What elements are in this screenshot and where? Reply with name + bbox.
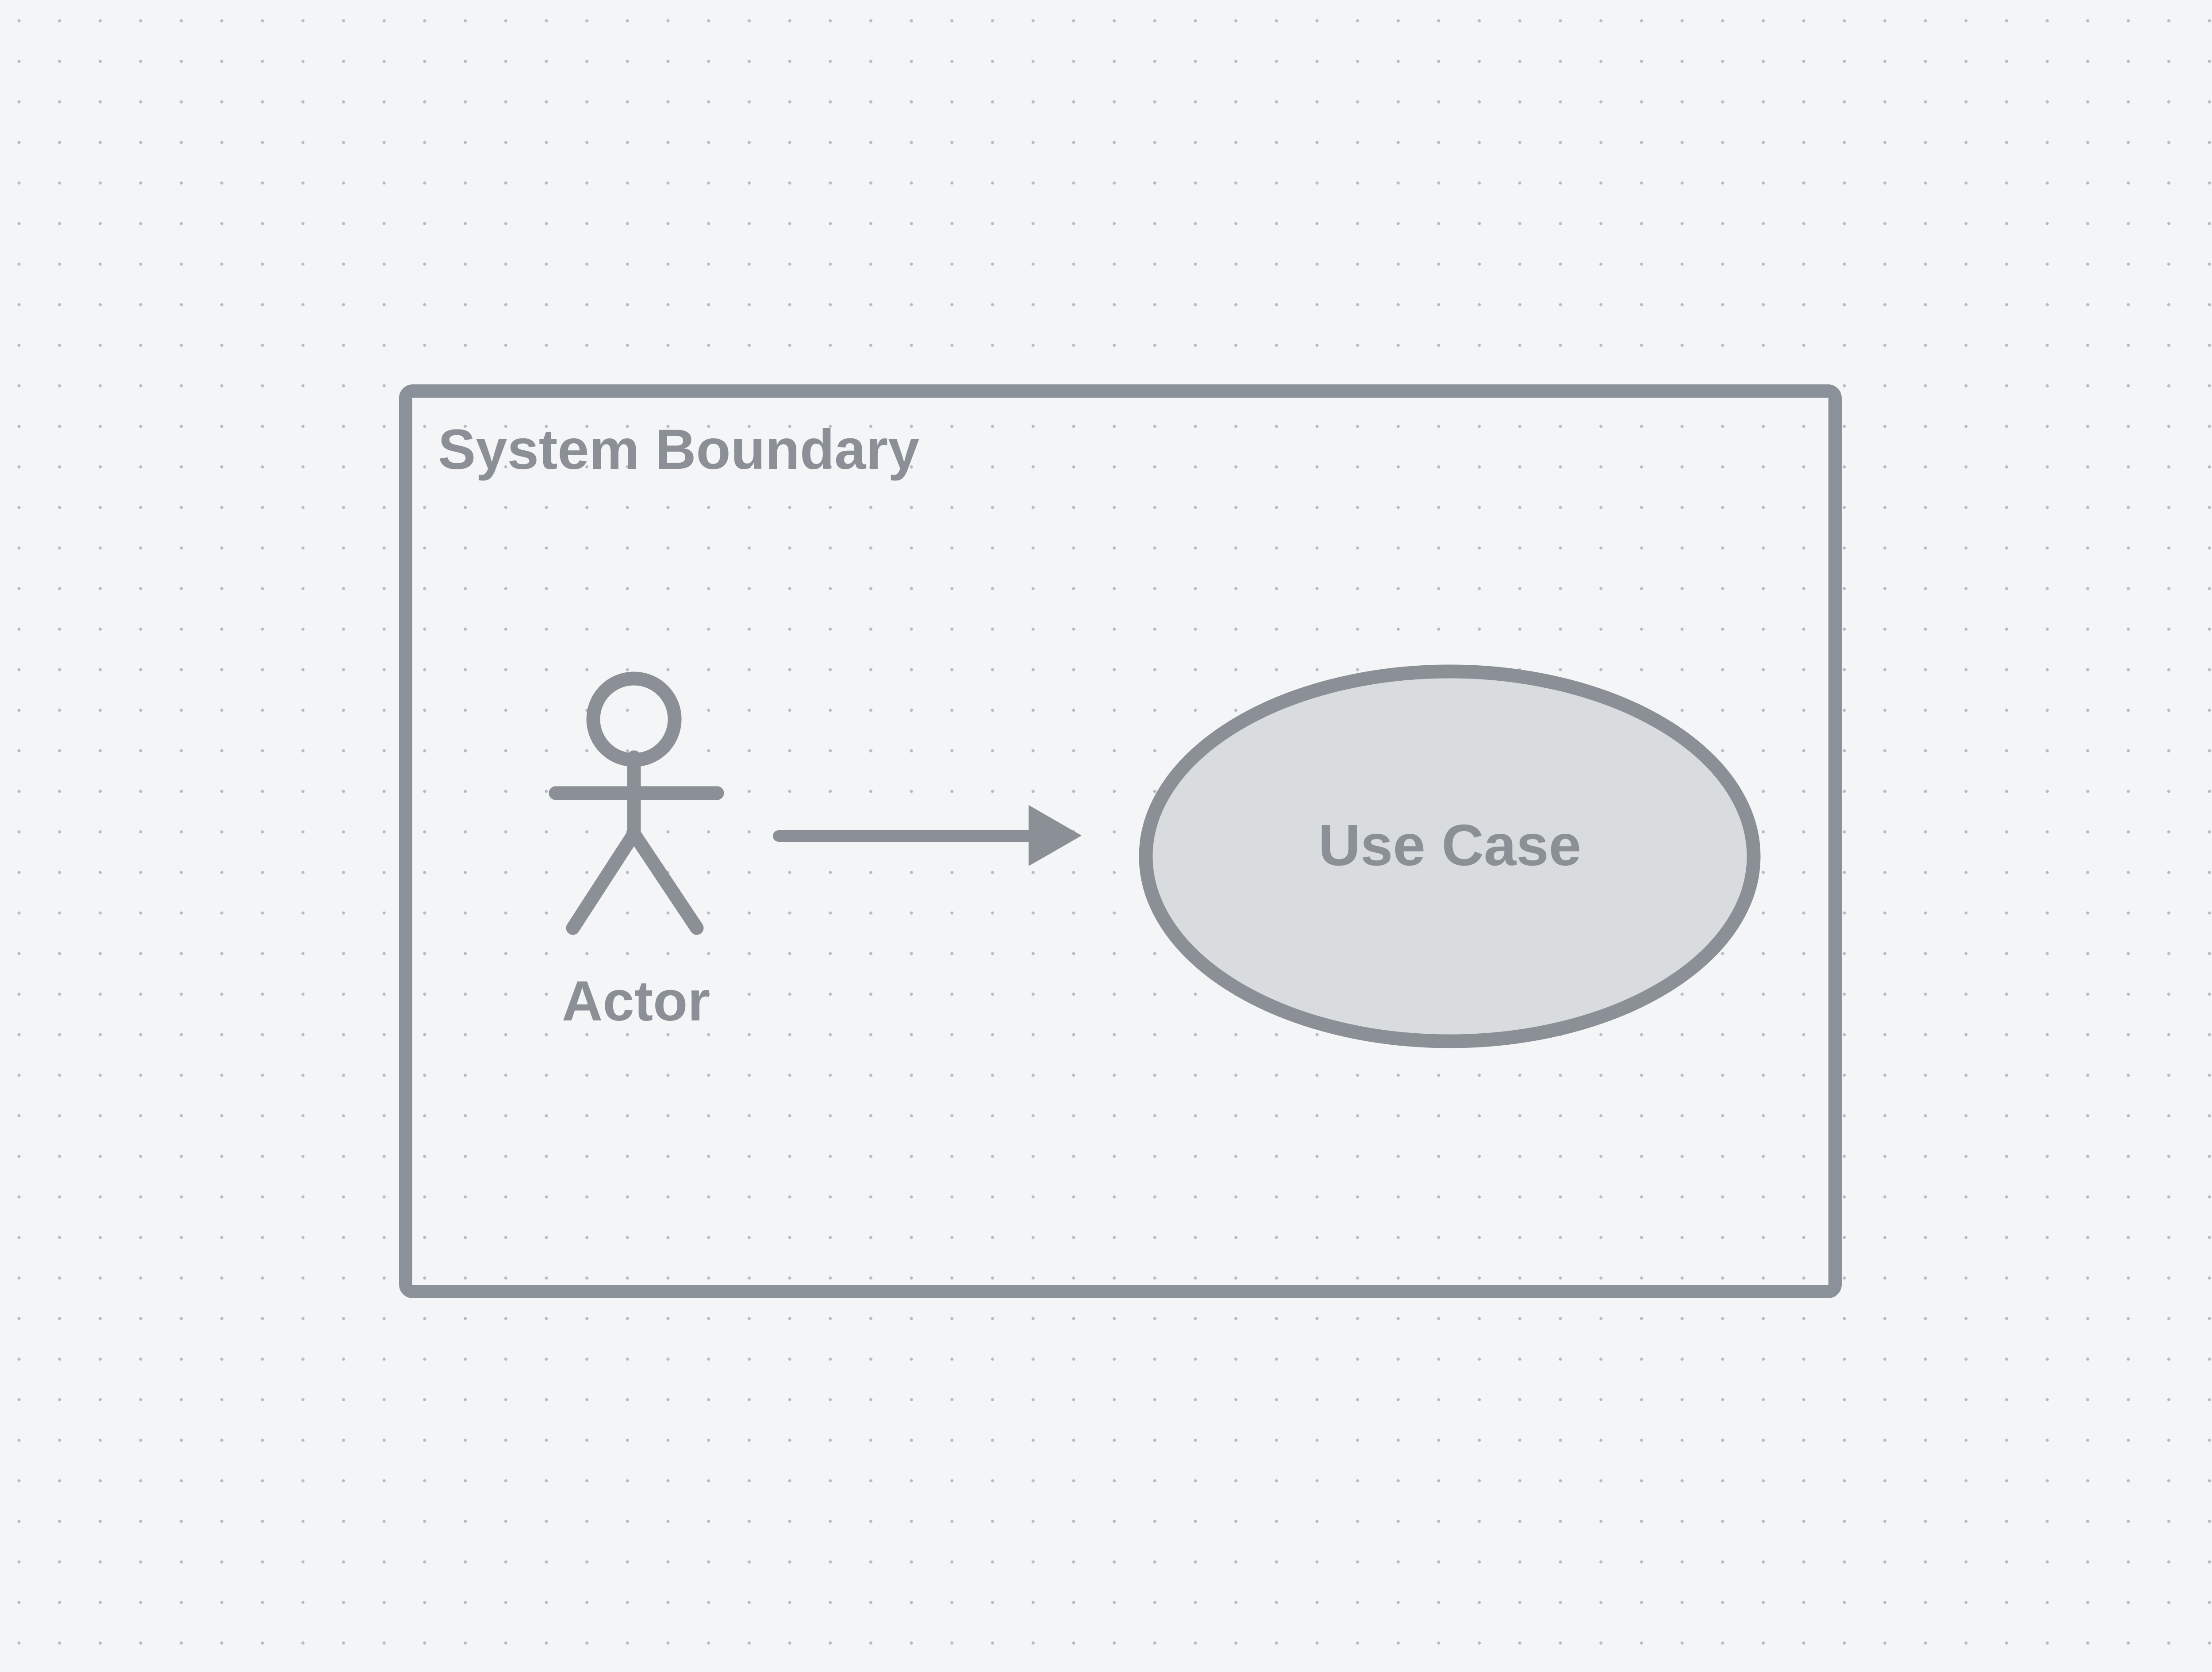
use-case-ellipse[interactable]	[1139, 664, 1761, 1048]
actor-stick-figure-icon	[549, 671, 724, 935]
association-arrow[interactable]	[773, 805, 1082, 866]
actor-head	[586, 671, 682, 767]
use-case-label: Use Case	[1318, 813, 1581, 878]
system-boundary-box[interactable]	[399, 384, 1842, 1298]
arrowhead-icon	[1029, 805, 1082, 866]
system-boundary-label: System Boundary	[438, 418, 919, 481]
system-boundary-node[interactable]: System Boundary	[399, 384, 1842, 1298]
actor-node[interactable]: Actor	[549, 671, 724, 1033]
actor-right-leg	[627, 827, 704, 935]
actor-left-leg	[566, 827, 641, 935]
actor-label: Actor	[562, 970, 710, 1033]
use-case-node[interactable]: Use Case	[1139, 664, 1761, 1048]
